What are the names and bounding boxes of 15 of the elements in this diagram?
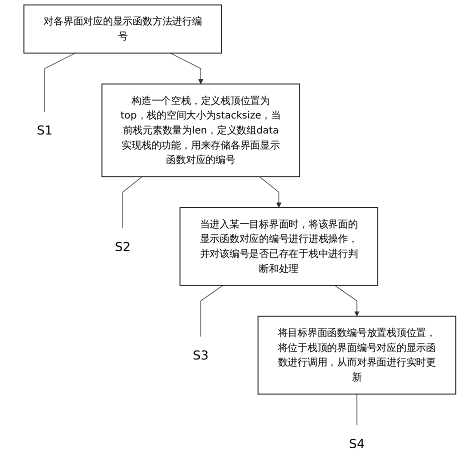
node-text: S4: [349, 436, 365, 451]
node-text: S2: [114, 239, 131, 254]
node-box: 对各界面对应的显示函数方法进行编号: [23, 4, 222, 54]
connector: [200, 285, 224, 337]
node-box: 当进入某一目标界面时，将该界面的显示函数对应的编号进行进栈操作，并对该编号是否已存在于栈中进行判断和处理: [180, 207, 378, 286]
connector: [44, 52, 76, 112]
arrow: [170, 52, 204, 84]
arrow: [334, 285, 360, 317]
node-text: S3: [192, 348, 209, 363]
node-text: S1: [36, 122, 53, 138]
arrow: [259, 176, 282, 208]
connector: [356, 394, 358, 426]
node-box: 将目标界面函数编号放置栈顶位置，将位于栈顶的界面编号对应的显示函数进行调用，从而对界面进行实时更新: [258, 316, 456, 395]
node-box: 构造一个空栈，定义栈顶位置为top，栈的空间大小为stacksize，当前栈元素数量为len，定义数组data实现栈的功能，用来存储各界面显示函数对应的编号: [101, 84, 300, 178]
connector: [122, 176, 143, 228]
